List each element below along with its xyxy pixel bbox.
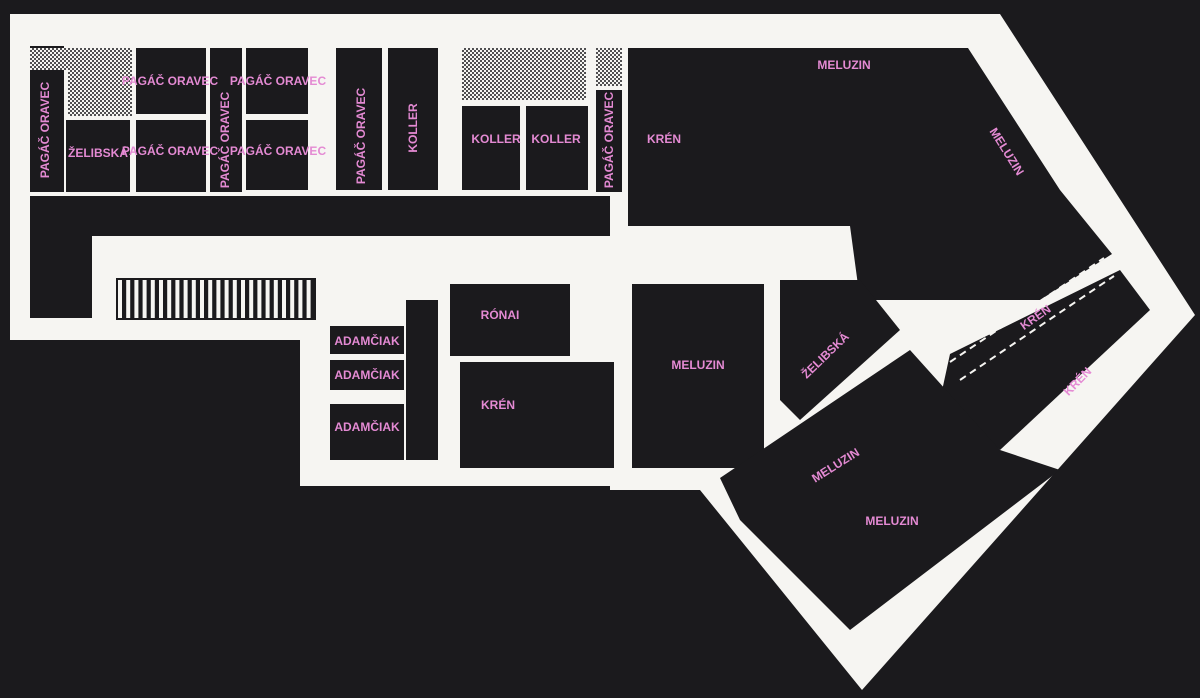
stair-tread: [134, 280, 139, 318]
room-label: PAGÁČ ORAVEC: [217, 92, 232, 189]
stair-tread: [282, 280, 286, 318]
room-label: PAGÁČ ORAVEC: [122, 143, 219, 158]
entrance-arrow-icon: [322, 284, 356, 312]
room-label: MELUZIN: [671, 358, 724, 372]
room-label: PAGÁČ ORAVEC: [601, 92, 616, 189]
room-label: MELUZIN: [817, 58, 870, 72]
room-label: PAGÁČ ORAVEC: [122, 73, 219, 88]
room-label: PAGÁČ ORAVEC: [230, 143, 327, 158]
stair-tread: [208, 280, 213, 318]
stair-tread: [241, 280, 245, 318]
stair-tread: [265, 280, 270, 318]
room-label: ADAMČIAK: [334, 333, 400, 348]
stair-tread: [306, 280, 311, 318]
room-label: PAGÁČ ORAVEC: [230, 73, 327, 88]
stair-tread: [126, 280, 131, 318]
corridor-dashes: [949, 257, 1115, 381]
staircase: [118, 280, 311, 318]
stair-tread: [118, 280, 122, 318]
stair-tread: [167, 280, 172, 318]
stair-tread: [183, 280, 188, 318]
room-label: KOLLER: [471, 132, 521, 146]
room-label: KRÉN: [647, 131, 681, 146]
room-label: PAGÁČ ORAVEC: [37, 82, 52, 179]
stair-tread: [290, 280, 295, 318]
stair-tread: [273, 280, 278, 318]
room-label: ŽELIBSKÁ: [68, 145, 128, 160]
room-label: KOLLER: [531, 132, 581, 146]
stair-tread: [249, 280, 254, 318]
stair-tread: [150, 280, 155, 318]
stair-tread: [257, 280, 262, 318]
stair-tread: [200, 280, 204, 318]
stair-tread: [142, 280, 147, 318]
room-interiors: [30, 46, 1150, 630]
stair-tread: [216, 280, 221, 318]
room-label: PAGÁČ ORAVEC: [353, 88, 368, 185]
stair-tread: [159, 280, 163, 318]
room-label: KOLLER: [406, 103, 420, 153]
room-label: RÓNAI: [481, 307, 520, 322]
room-label: ADAMČIAK: [334, 367, 400, 382]
stair-tread: [191, 280, 196, 318]
stair-tread: [224, 280, 229, 318]
room-label: KRÉN: [481, 397, 515, 412]
stair-tread: [232, 280, 237, 318]
stair-tread: [175, 280, 180, 318]
stair-tread: [298, 280, 303, 318]
room-label: MELUZIN: [865, 514, 918, 528]
room-label: ADAMČIAK: [334, 419, 400, 434]
hatched-areas: [30, 48, 622, 116]
